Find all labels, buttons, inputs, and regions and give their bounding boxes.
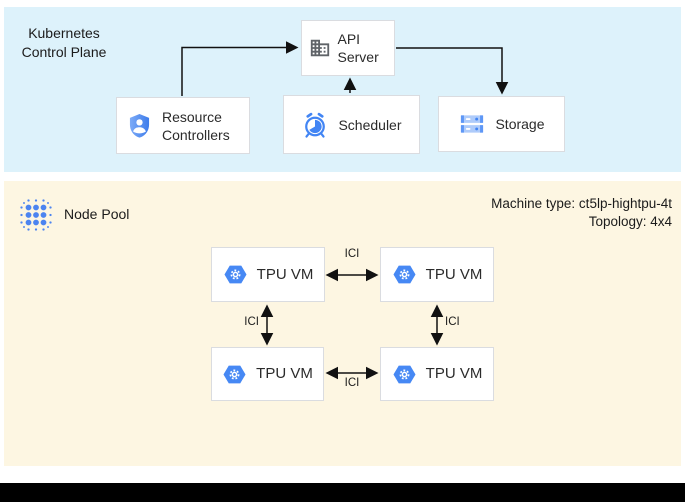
scheduler-box: Scheduler (283, 95, 420, 154)
control-plane-label: Kubernetes Control Plane (21, 25, 107, 60)
api-server-box: API Server (301, 20, 395, 76)
ici-label-left: ICI (244, 316, 259, 328)
node-pool-label: Node Pool (64, 206, 130, 222)
ici-label-right: ICI (445, 316, 460, 328)
server-stack-icon (461, 115, 484, 133)
tpu-vm-label: TPU VM (256, 265, 314, 283)
tpu-hexagon-gear-icon (224, 265, 247, 284)
tpu-vm-box-bottom-right: TPU VM (380, 347, 494, 401)
machine-info: Machine type: ct5lp-hightpu-4t Topology:… (491, 195, 672, 231)
shield-user-icon (129, 114, 150, 138)
tpu-hexagon-gear-icon (223, 365, 246, 383)
scheduler-label: Scheduler (338, 116, 402, 133)
ici-label-bottom: ICI (344, 377, 360, 389)
ici-label-top: ICI (344, 248, 360, 260)
tpu-hexagon-gear-icon (393, 365, 416, 383)
dot-grid-icon (20, 199, 52, 231)
tpu-vm-label: TPU VM (425, 265, 483, 283)
bottom-black-bar (0, 483, 685, 502)
tpu-vm-label: TPU VM (256, 365, 313, 382)
alarm-clock-icon (305, 112, 326, 138)
tpu-hexagon-gear-icon (393, 265, 416, 284)
machine-type-text: Machine type: ct5lp-hightpu-4t (491, 196, 672, 211)
storage-label: Storage (495, 116, 545, 132)
building-icon (310, 39, 329, 57)
topology-text: Topology: 4x4 (588, 214, 672, 229)
resource-controllers-box: Resource Controllers (116, 97, 250, 154)
node-pool-panel (4, 181, 681, 466)
tpu-vm-box-top-right: TPU VM (380, 247, 494, 302)
tpu-vm-box-bottom-left: TPU VM (211, 347, 324, 401)
storage-box: Storage (438, 96, 565, 152)
tpu-vm-label: TPU VM (425, 365, 483, 382)
api-server-label: API Server (337, 31, 379, 65)
resource-controllers-label: Resource Controllers (162, 108, 230, 143)
tpu-vm-box-top-left: TPU VM (211, 247, 325, 302)
